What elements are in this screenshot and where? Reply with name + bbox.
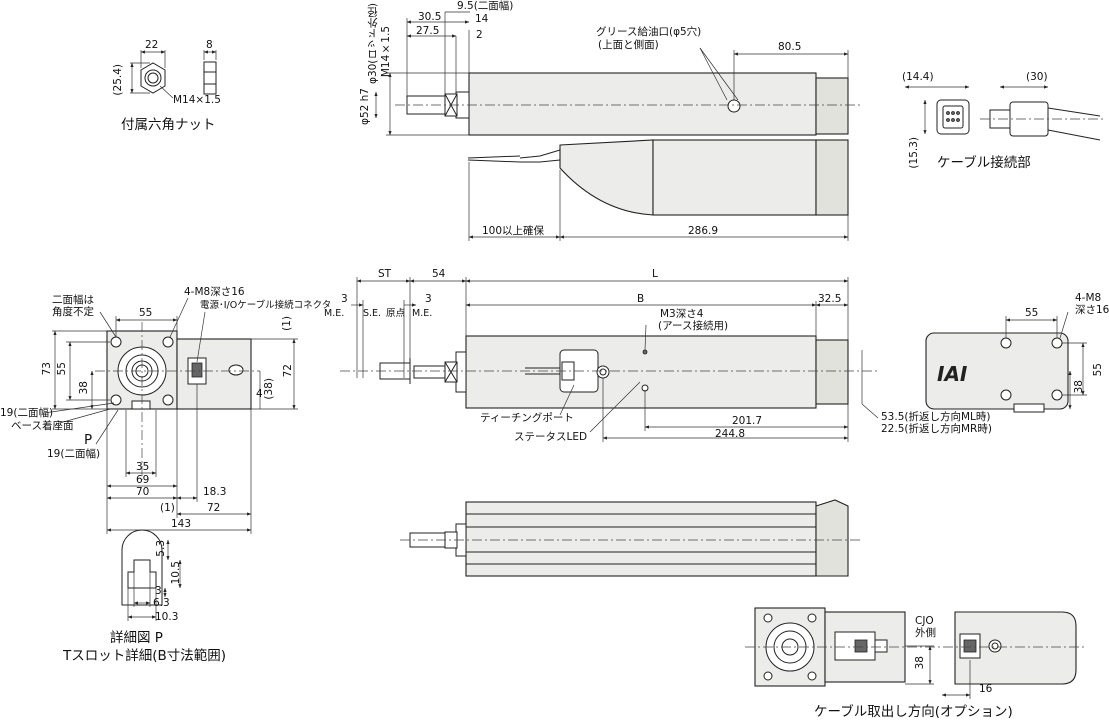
side-dim-L: L	[652, 268, 658, 280]
front-dim-70: 70	[136, 486, 150, 498]
side-dim-3a: 3	[341, 293, 348, 305]
top-dim-100: 100以上確保	[482, 225, 545, 237]
top-dim-14: 14	[475, 13, 489, 25]
front-dim-55-v: 55	[56, 362, 68, 376]
option-dim-16: 16	[979, 683, 993, 695]
top-dim-9-5: 9.5(二面幅)	[457, 0, 514, 12]
side-dim-201-7: 201.7	[732, 415, 763, 427]
front-label-nifuku19a: 19(二面幅)	[0, 407, 54, 419]
tslot-dim-10-3: 10.3	[155, 611, 179, 623]
tslot-detail-view	[121, 529, 182, 621]
front-label-p: P	[84, 432, 93, 448]
option-caption: ケーブル取出し方向(オプション)	[814, 704, 1013, 720]
side-me2: M.E.	[412, 308, 433, 319]
rear-dim-55: 55	[1025, 307, 1039, 319]
front-dim-1b: (1)	[160, 502, 175, 514]
front-label-base: ベース着座面	[11, 420, 74, 432]
conn-caption: ケーブル接続部	[937, 155, 1031, 171]
front-view	[43, 297, 298, 534]
side-view	[340, 277, 879, 442]
conn-dim-15-3: (15.3)	[908, 137, 920, 169]
tslot-caption-2: Tスロット詳細(B寸法範囲)	[63, 648, 227, 664]
tslot-dim-5-3: 5.3	[155, 540, 167, 557]
tslot-dim-3: 3	[155, 585, 162, 597]
conn-dim-14-4: (14.4)	[902, 71, 934, 83]
nut-thread-label: M14×1.5	[173, 94, 221, 106]
nut-dim-8: 8	[206, 39, 213, 51]
cable-option-view	[745, 607, 1085, 699]
side-dim-st: ST	[378, 268, 392, 280]
front-dim-55: 55	[139, 307, 153, 319]
grease-label-2: (上面と側面)	[598, 39, 659, 51]
front-dim-143: 143	[171, 518, 192, 530]
side-label-ml: 53.5(折返し方向ML時)	[881, 411, 991, 423]
side-dim-32-5: 32.5	[818, 293, 842, 305]
side-label-led: ステータスLED	[514, 431, 588, 443]
conn-dim-30: (30)	[1026, 71, 1048, 83]
front-dim-4: 4	[256, 388, 263, 400]
rear-dim-m8: 4-M8	[1075, 292, 1102, 304]
top-dim-286-9: 286.9	[688, 225, 719, 237]
side-label-teaching: ティーチングポート	[480, 412, 574, 424]
side-dim-3b: 3	[425, 293, 432, 305]
side-se: S.E.	[363, 308, 382, 319]
top-dim-27-5: 27.5	[416, 25, 440, 37]
front-dim-72: 72	[207, 502, 221, 514]
top-dim-2: 2	[476, 29, 483, 41]
top-dim-30-5: 30.5	[418, 11, 442, 23]
front-dim-72-v: 72	[282, 364, 294, 378]
side-label-m3: M3深さ4	[660, 308, 704, 320]
side-dim-244-8: 244.8	[715, 428, 746, 440]
tslot-caption-1: 詳細図 P	[110, 630, 163, 646]
side-label-mr: 22.5(折返し方向MR時)	[881, 423, 992, 435]
cable-connector-view	[904, 85, 1105, 141]
top-view	[374, 11, 862, 241]
option-cjo-2: 外側	[915, 627, 936, 639]
top-dim-phi30: φ30(ロッド外径)	[367, 3, 379, 84]
grease-label-1: グリース給油口(φ5穴)	[596, 26, 702, 38]
front-label-kakudo: 角度不定	[52, 306, 94, 318]
rear-dim-38: 38	[1073, 380, 1085, 394]
rear-dim-55-v: 55	[1092, 363, 1104, 377]
rear-view	[925, 311, 1087, 413]
side-label-earth: (アース接続用)	[658, 320, 729, 332]
side-origin: 原点	[386, 308, 406, 319]
front-label-m8: 4-M8深さ16	[184, 286, 245, 298]
top-dim-80-5: 80.5	[778, 41, 802, 53]
tslot-dim-6-3: 6.3	[153, 597, 170, 609]
front-dim-18-3: 18.3	[203, 486, 227, 498]
top-dim-m14: M14×1.5	[380, 26, 392, 78]
iai-logo: IAI	[937, 362, 968, 386]
side-dim-B: B	[637, 293, 645, 305]
rear-dim-depth: 深さ16	[1075, 304, 1109, 316]
front-label-nifuku19b: 19(二面幅)	[47, 448, 101, 460]
option-dim-38: 38	[914, 656, 926, 670]
side-me1: M.E.	[324, 308, 345, 319]
nut-dim-25-4: (25.4)	[112, 64, 124, 96]
front-dim-35: 35	[136, 461, 150, 473]
option-cjo-1: CJO	[915, 615, 934, 627]
bottom-view	[400, 499, 862, 577]
front-dim-73: 73	[41, 362, 53, 376]
tslot-dim-10-5: 10.5	[170, 561, 182, 585]
front-label-connector: 電源･I/Oケーブル接続コネクタ	[200, 300, 332, 311]
front-dim-1a: (1)	[281, 316, 293, 331]
side-dim-54: 54	[432, 268, 446, 280]
nut-caption: 付属六角ナット	[121, 117, 216, 133]
front-dim-69: 69	[136, 474, 150, 486]
nut-dim-22: 22	[145, 39, 159, 51]
top-dim-phi52: φ52 h7	[359, 88, 371, 125]
front-dim-38b: (38)	[263, 378, 275, 400]
hex-nut-view	[130, 50, 217, 99]
front-label-nifuku: 二面幅は	[52, 294, 94, 306]
front-dim-38: 38	[78, 381, 90, 395]
